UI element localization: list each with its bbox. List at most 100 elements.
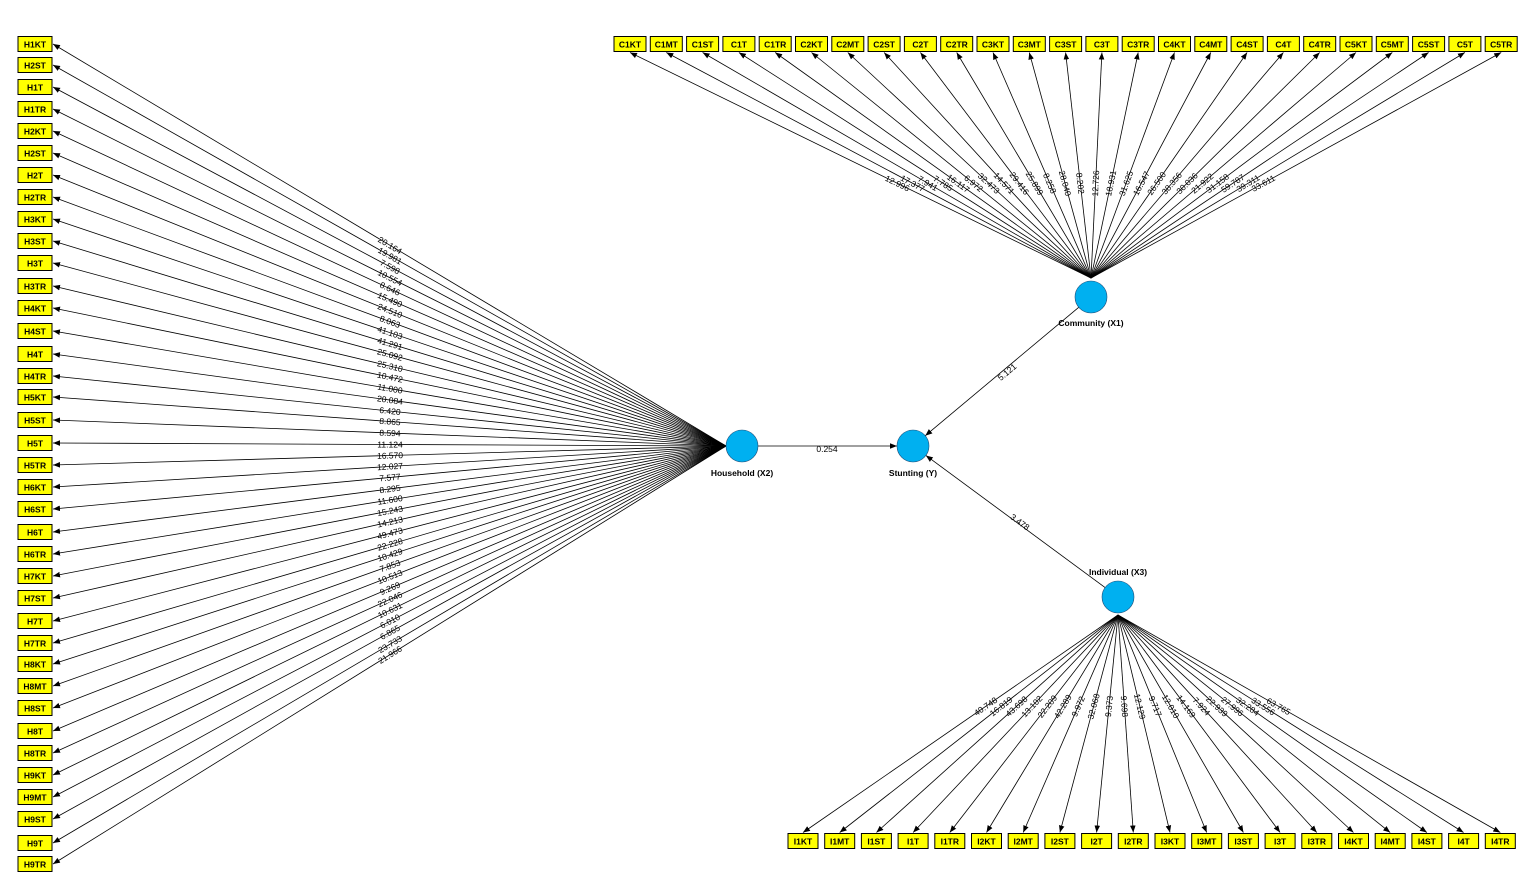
indicator-box[interactable]	[1227, 833, 1259, 849]
household-circle[interactable]	[725, 429, 759, 463]
indicator-box[interactable]	[17, 501, 53, 517]
indicator-box[interactable]	[17, 613, 53, 629]
indicator-h8mt[interactable]: H8MT	[17, 678, 53, 694]
indicator-box[interactable]	[649, 36, 683, 52]
indicator-box[interactable]	[17, 412, 53, 428]
indicator-box[interactable]	[1007, 833, 1039, 849]
indicator-c5st[interactable]: C5ST	[1412, 36, 1446, 52]
indicator-box[interactable]	[1412, 36, 1446, 52]
indicator-i2st[interactable]: I2ST	[1044, 833, 1076, 849]
indicator-i4t[interactable]: I4T	[1448, 833, 1480, 849]
indicator-h8t[interactable]: H8T	[17, 723, 53, 739]
indicator-box[interactable]	[613, 36, 647, 52]
indicator-i4mt[interactable]: I4MT	[1374, 833, 1406, 849]
indicator-h7st[interactable]: H7ST	[17, 590, 53, 606]
indicator-h3st[interactable]: H3ST	[17, 233, 53, 249]
indicator-h1tr[interactable]: H1TR	[17, 101, 53, 117]
indicator-box[interactable]	[940, 36, 974, 52]
indicator-box[interactable]	[1448, 36, 1482, 52]
indicator-box[interactable]	[1044, 833, 1076, 849]
indicator-h3kt[interactable]: H3KT	[17, 211, 53, 227]
indicator-i1tr[interactable]: I1TR	[934, 833, 966, 849]
indicator-box[interactable]	[17, 323, 53, 339]
stunting-circle[interactable]	[896, 429, 930, 463]
indicator-h1t[interactable]: H1T	[17, 79, 53, 95]
indicator-h6kt[interactable]: H6KT	[17, 479, 53, 495]
indicator-i1t[interactable]: I1T	[897, 833, 929, 849]
indicator-box[interactable]	[903, 36, 937, 52]
indicator-c2mt[interactable]: C2MT	[831, 36, 865, 52]
indicator-box[interactable]	[758, 36, 792, 52]
indicator-box[interactable]	[934, 833, 966, 849]
indicator-h9kt[interactable]: H9KT	[17, 767, 53, 783]
indicator-box[interactable]	[1484, 36, 1518, 52]
indicator-box[interactable]	[1085, 36, 1119, 52]
indicator-h6t[interactable]: H6T	[17, 524, 53, 540]
community-circle[interactable]	[1074, 280, 1108, 314]
indicator-c4tr[interactable]: C4TR	[1303, 36, 1337, 52]
indicator-box[interactable]	[17, 479, 53, 495]
indicator-box[interactable]	[17, 79, 53, 95]
indicator-h4t[interactable]: H4T	[17, 346, 53, 362]
indicator-h5st[interactable]: H5ST	[17, 412, 53, 428]
indicator-box[interactable]	[17, 346, 53, 362]
indicator-c1tr[interactable]: C1TR	[758, 36, 792, 52]
indicator-box[interactable]	[1301, 833, 1333, 849]
indicator-h5kt[interactable]: H5KT	[17, 389, 53, 405]
indicator-h8kt[interactable]: H8KT	[17, 656, 53, 672]
indicator-box[interactable]	[1117, 833, 1149, 849]
indicator-h6st[interactable]: H6ST	[17, 501, 53, 517]
indicator-box[interactable]	[17, 678, 53, 694]
indicator-box[interactable]	[1338, 833, 1369, 849]
indicator-box[interactable]	[17, 656, 53, 672]
indicator-c2kt[interactable]: C2KT	[795, 36, 828, 52]
indicator-box[interactable]	[976, 36, 1010, 52]
indicator-h9tr[interactable]: H9TR	[17, 856, 53, 872]
indicator-c3kt[interactable]: C3KT	[976, 36, 1010, 52]
indicator-box[interactable]	[1264, 833, 1296, 849]
indicator-c4kt[interactable]: C4KT	[1158, 36, 1191, 52]
indicator-box[interactable]	[17, 167, 53, 183]
indicator-box[interactable]	[971, 833, 1002, 849]
indicator-c5mt[interactable]: C5MT	[1375, 36, 1409, 52]
indicator-box[interactable]	[17, 789, 53, 805]
indicator-i1mt[interactable]: I1MT	[824, 833, 856, 849]
indicator-c4st[interactable]: C4ST	[1230, 36, 1264, 52]
indicator-c1mt[interactable]: C1MT	[649, 36, 683, 52]
indicator-i2kt[interactable]: I2KT	[971, 833, 1002, 849]
indicator-h8st[interactable]: H8ST	[17, 700, 53, 716]
indicator-c4mt[interactable]: C4MT	[1194, 36, 1228, 52]
latent-household[interactable]: Household (X2)	[711, 429, 774, 478]
indicator-box[interactable]	[867, 36, 901, 52]
indicator-box[interactable]	[1303, 36, 1337, 52]
indicator-c3tr[interactable]: C3TR	[1121, 36, 1155, 52]
indicator-h5t[interactable]: H5T	[17, 435, 53, 451]
indicator-box[interactable]	[17, 457, 53, 473]
indicator-i2mt[interactable]: I2MT	[1007, 833, 1039, 849]
indicator-i3kt[interactable]: I3KT	[1154, 833, 1186, 849]
indicator-c2t[interactable]: C2T	[903, 36, 937, 52]
indicator-i3tr[interactable]: I3TR	[1301, 833, 1333, 849]
indicator-h3t[interactable]: H3T	[17, 255, 53, 271]
indicator-h2kt[interactable]: H2KT	[17, 123, 53, 139]
indicator-box[interactable]	[17, 36, 53, 52]
indicator-c1st[interactable]: C1ST	[686, 36, 720, 52]
indicator-box[interactable]	[17, 435, 53, 451]
indicator-box[interactable]	[17, 123, 53, 139]
indicator-c3st[interactable]: C3ST	[1049, 36, 1083, 52]
indicator-c3mt[interactable]: C3MT	[1012, 36, 1046, 52]
indicator-box[interactable]	[1448, 833, 1480, 849]
indicator-box[interactable]	[831, 36, 865, 52]
indicator-c4t[interactable]: C4T	[1266, 36, 1300, 52]
indicator-box[interactable]	[1081, 833, 1113, 849]
indicator-box[interactable]	[17, 745, 53, 761]
indicator-box[interactable]	[1012, 36, 1046, 52]
indicator-box[interactable]	[17, 568, 53, 584]
indicator-c5t[interactable]: C5T	[1448, 36, 1482, 52]
indicator-box[interactable]	[1230, 36, 1264, 52]
indicator-i1st[interactable]: I1ST	[860, 833, 892, 849]
indicator-i4st[interactable]: I4ST	[1411, 833, 1443, 849]
indicator-box[interactable]	[824, 833, 856, 849]
indicator-box[interactable]	[17, 300, 53, 316]
indicator-box[interactable]	[1191, 833, 1223, 849]
